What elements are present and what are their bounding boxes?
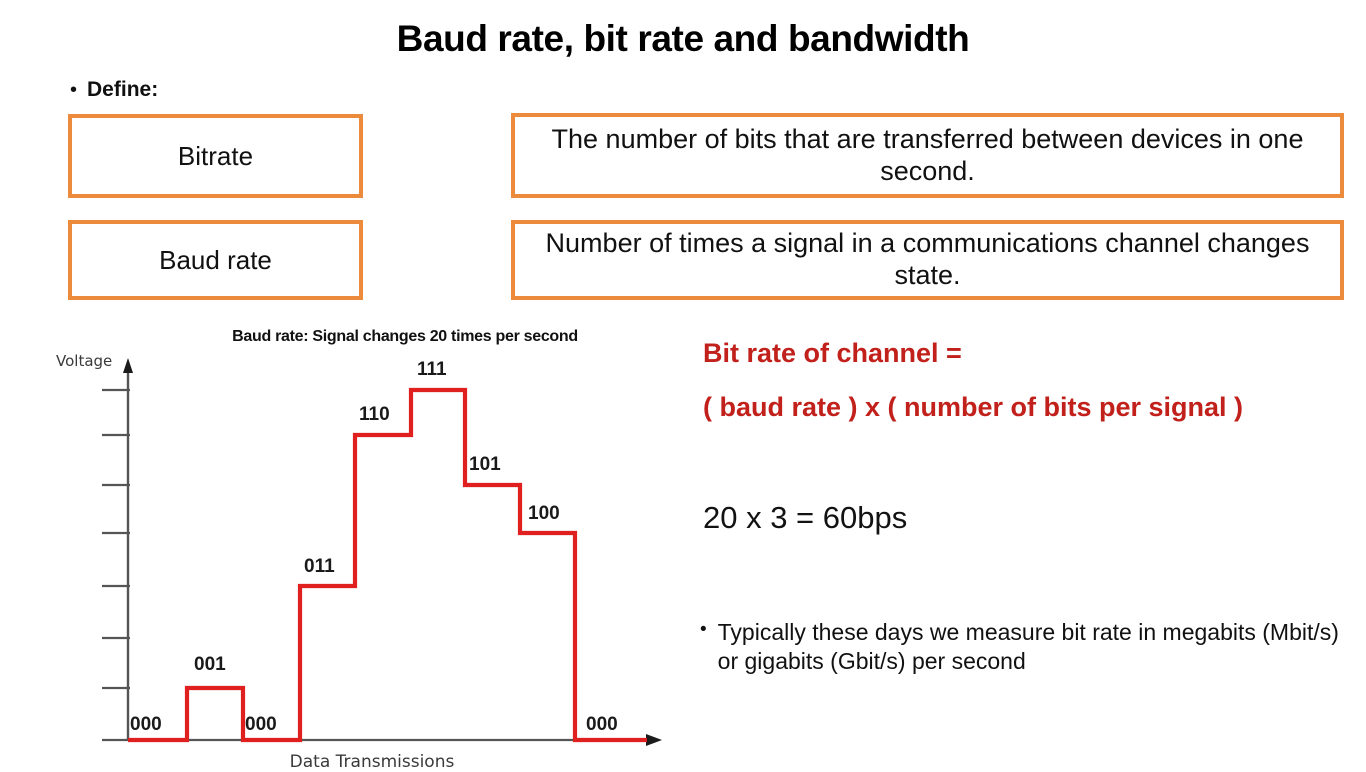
term-box-baud-rate-label: Baud rate	[159, 244, 272, 275]
define-label: Define:	[87, 78, 159, 101]
y-axis-arrow-icon	[123, 358, 133, 373]
definition-box-baud-rate: Number of times a signal in a communicat…	[511, 220, 1344, 300]
signal-label-000-first: 000	[130, 714, 162, 735]
y-axis-label: Voltage	[56, 352, 113, 370]
y-axis-ticks	[102, 388, 130, 742]
term-box-bitrate: Bitrate	[68, 114, 363, 198]
x-axis-arrow-icon	[646, 734, 662, 746]
x-axis-label: Data Transmissions	[289, 752, 455, 772]
signal-label-110: 110	[359, 404, 390, 425]
page-title: Baud rate, bit rate and bandwidth	[396, 18, 970, 59]
term-box-bitrate-label: Bitrate	[177, 140, 254, 171]
note-row: • Typically these days we measure bit ra…	[700, 618, 1362, 677]
signal-label-111: 111	[417, 359, 447, 380]
formula-line-1: Bit rate of channel =	[703, 338, 962, 368]
signal-label-101: 101	[469, 454, 501, 475]
note-bullet-icon: •	[700, 619, 707, 640]
definition-box-bitrate-text: The number of bits that are transferred …	[551, 123, 1304, 186]
formula-line-2: ( baud rate ) x ( number of bits per sig…	[703, 392, 1244, 422]
chart-plot-area	[102, 358, 662, 746]
signal-label-001: 001	[194, 654, 226, 675]
term-box-baud-rate: Baud rate	[68, 220, 363, 300]
chart-title: Baud rate: Signal changes 20 times per s…	[232, 328, 578, 345]
signal-label-000-second: 000	[245, 714, 277, 735]
signal-label-000-third: 000	[586, 714, 618, 735]
signal-label-100: 100	[528, 503, 560, 524]
definition-box-bitrate: The number of bits that are transferred …	[511, 113, 1344, 198]
signal-label-011: 011	[304, 556, 335, 577]
note-text: Typically these days we measure bit rate…	[717, 619, 1339, 675]
calculation-result: 20 x 3 = 60bps	[703, 500, 908, 535]
definition-box-baud-rate-text: Number of times a signal in a communicat…	[545, 228, 1310, 290]
bullet-icon: •	[70, 79, 78, 101]
signal-chart: Baud rate: Signal changes 20 times per s…	[42, 328, 682, 772]
define-row: • Define:	[70, 78, 158, 102]
signal-waveform	[128, 387, 647, 743]
